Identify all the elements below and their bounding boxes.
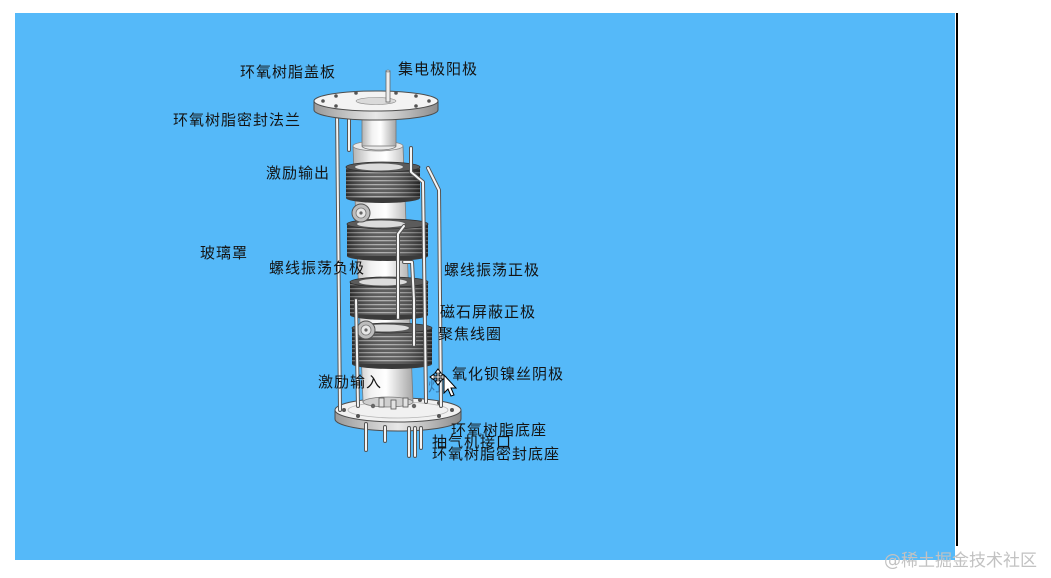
label-helix-oscillation-positive: 螺线振荡正极: [444, 261, 541, 279]
label-filament-partial: 灯: [428, 377, 445, 395]
label-epoxy-cover-plate: 环氧树脂盖板: [240, 63, 337, 81]
label-collector-anode: 集电极阳极: [398, 60, 479, 78]
label-excitation-input: 激励输入: [318, 373, 383, 391]
diagram-panel: [15, 13, 955, 560]
label-helix-oscillation-negative: 螺线振荡负极: [269, 259, 366, 277]
window-divider-line: [956, 13, 958, 546]
label-focusing-coil: 聚焦线圈: [438, 325, 503, 343]
label-epoxy-base: 环氧树脂底座: [451, 421, 548, 439]
label-vacuum-pump-port: 抽气机接口: [432, 433, 513, 451]
label-epoxy-seal-base: 环氧树脂密封底座: [432, 445, 561, 463]
label-epoxy-seal-flange: 环氧树脂密封法兰: [173, 111, 302, 129]
label-barium-oxide-nickel-cathode: 氧化钡镍丝阴极: [452, 365, 565, 383]
label-magnet-shield-positive: 磁石屏蔽正极: [440, 303, 537, 321]
watermark: @稀土掘金技术社区: [884, 551, 1037, 571]
label-glass-envelope: 玻璃罩: [200, 244, 249, 262]
label-excitation-output: 激励输出: [266, 164, 331, 182]
